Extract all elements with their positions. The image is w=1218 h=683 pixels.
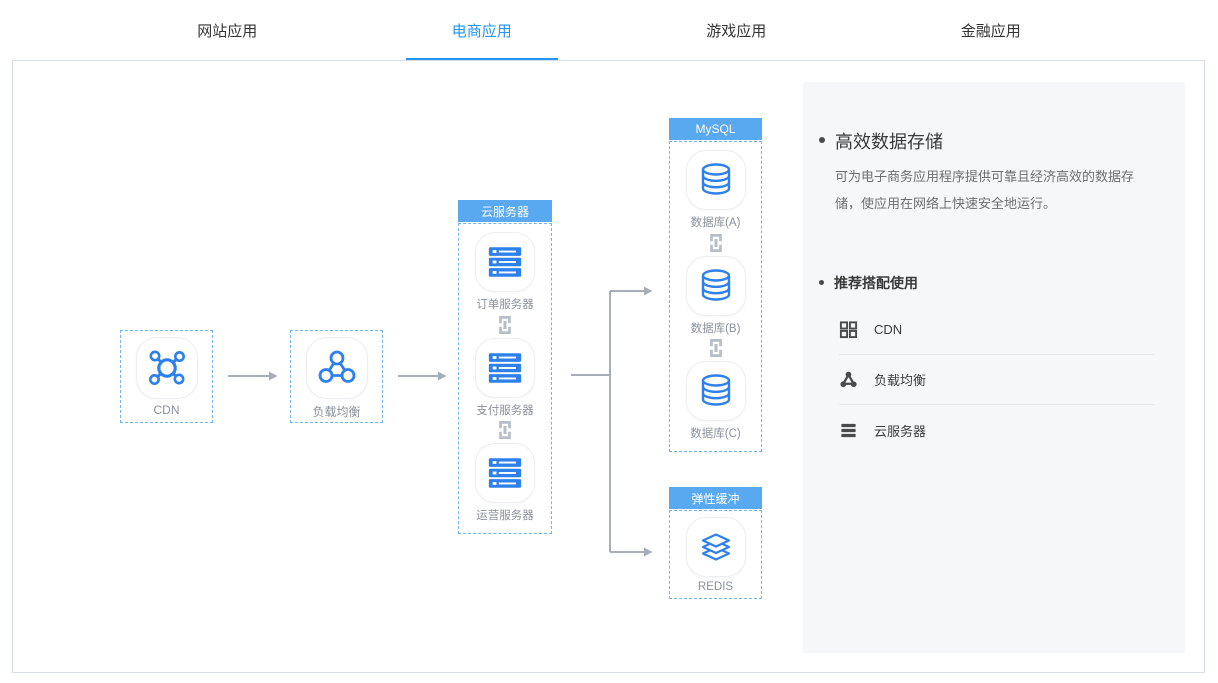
cloud-server-group-box: 订单服务器 xyxy=(458,223,552,534)
recommend-item-cdn[interactable]: CDN xyxy=(839,305,1155,356)
cloud-server-group: 云服务器 xyxy=(458,200,552,534)
tab-ecommerce-app[interactable]: 电商应用 xyxy=(355,0,610,60)
database-b-node: 数据库(B) xyxy=(685,255,746,336)
redis-icon xyxy=(685,516,746,577)
server-icon xyxy=(475,232,535,292)
elastic-cache-group-title: 弹性缓冲 xyxy=(669,487,762,509)
cloud-server-icon xyxy=(839,421,858,440)
load-balancer-node: 负载均衡 xyxy=(290,330,383,423)
cdn-label: CDN xyxy=(153,403,180,417)
database-c-label: 数据库(C) xyxy=(690,428,741,440)
mysql-group-title: MySQL xyxy=(669,118,762,140)
cdn-icon xyxy=(135,337,198,399)
mysql-group-box: 数据库(A) xyxy=(669,141,762,452)
database-icon xyxy=(685,255,746,316)
recommend-item-cloud-server[interactable]: 云服务器 xyxy=(839,405,1155,455)
operation-server-node: 运营服务器 xyxy=(475,443,535,523)
mysql-group: MySQL 数据库(A) xyxy=(669,118,762,452)
bullet-dot xyxy=(819,280,824,286)
database-icon xyxy=(685,150,746,210)
recommend-list: CDN 负载均衡 xyxy=(839,305,1155,455)
tab-bar: 网站应用 电商应用 游戏应用 金融应用 xyxy=(100,0,1118,60)
payment-server-node: 支付服务器 xyxy=(475,337,535,418)
bullet-dot xyxy=(819,137,825,143)
server-icon xyxy=(475,337,535,398)
tab-game-app[interactable]: 游戏应用 xyxy=(706,22,767,40)
recommend-item-label: CDN xyxy=(874,322,903,338)
database-b-label: 数据库(B) xyxy=(690,322,741,335)
server-icon xyxy=(475,443,535,503)
tab-finance-app[interactable]: 金融应用 xyxy=(960,22,1021,40)
chain-link-icon xyxy=(496,313,514,337)
database-icon xyxy=(685,361,746,421)
operation-server-label: 运营服务器 xyxy=(476,510,534,522)
redis-node: REDIS xyxy=(685,516,746,593)
load-balancer-icon xyxy=(839,370,858,389)
chain-link-icon xyxy=(707,336,725,360)
feature-description: 可为电子商务应用程序提供可靠且经济高效的数据存储，使应用在网络上快速安全地运行。 xyxy=(835,169,1135,211)
database-a-node: 数据库(A) xyxy=(685,150,746,230)
recommend-item-load-balancer[interactable]: 负载均衡 xyxy=(839,355,1155,406)
recommend-item-label: 云服务器 xyxy=(874,423,927,439)
order-server-label: 订单服务器 xyxy=(476,299,534,311)
elastic-cache-group: 弹性缓冲 REDIS xyxy=(669,487,762,599)
recommend-title-row: 推荐搭配使用 xyxy=(819,273,1159,293)
redis-label: REDIS xyxy=(697,580,734,593)
chain-link-icon xyxy=(496,418,514,442)
cdn-node: CDN xyxy=(120,330,213,423)
recommend-item-label: 负载均衡 xyxy=(874,373,927,389)
order-server-node: 订单服务器 xyxy=(475,232,535,312)
database-a-label: 数据库(A) xyxy=(690,217,741,229)
info-panel: 高效数据存储 可为电子商务应用程序提供可靠且经济高效的数据存储，使应用在网络上快… xyxy=(803,82,1185,653)
tab-website-app[interactable]: 网站应用 xyxy=(197,22,258,40)
elastic-cache-group-box: REDIS xyxy=(669,510,762,599)
feature-title-row: 高效数据存储 xyxy=(819,128,1159,154)
load-balancer-label: 负载均衡 xyxy=(312,405,361,419)
cloud-server-group-title: 云服务器 xyxy=(458,200,552,222)
database-c-node: 数据库(C) xyxy=(685,361,746,441)
recommend-title: 推荐搭配使用 xyxy=(834,275,918,292)
load-balancer-icon xyxy=(305,337,368,399)
chain-link-icon xyxy=(707,231,725,255)
cdn-grid-icon xyxy=(839,320,858,339)
payment-server-label: 支付服务器 xyxy=(476,404,534,417)
feature-title: 高效数据存储 xyxy=(835,132,943,152)
